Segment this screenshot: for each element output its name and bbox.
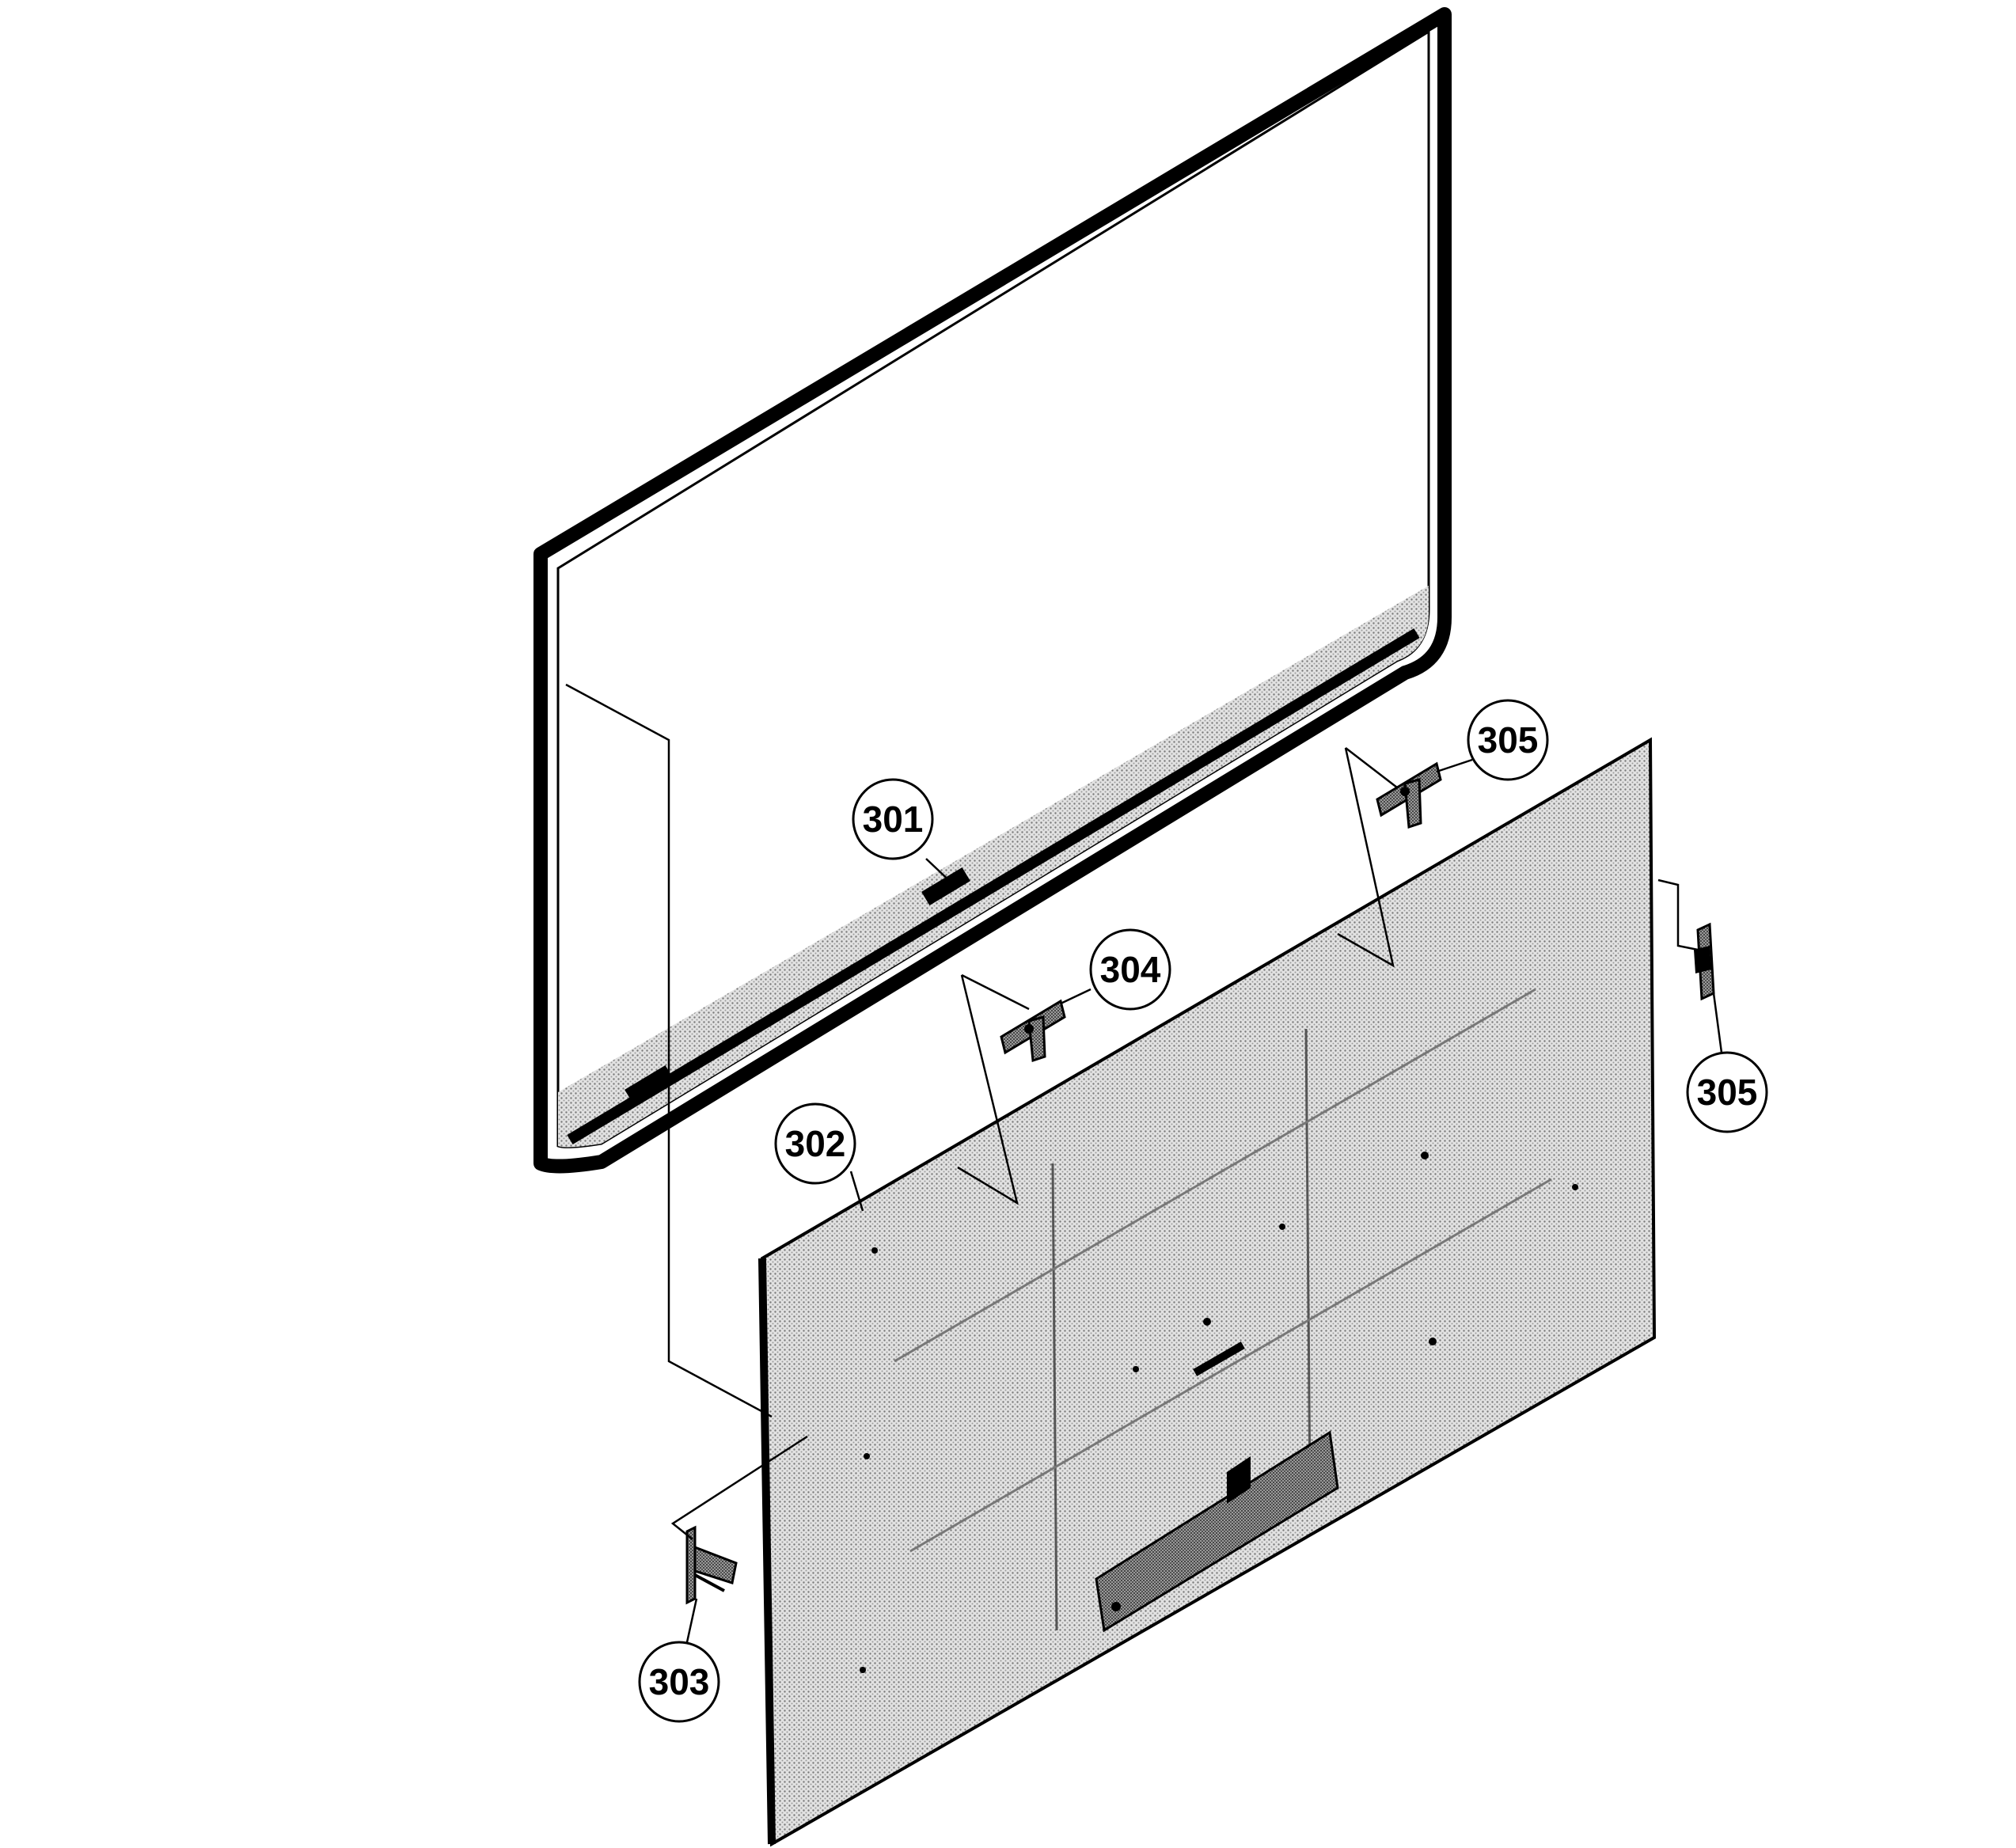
callout-302: 302	[774, 1102, 856, 1185]
callout-301: 301	[852, 778, 934, 860]
rear-cover	[758, 737, 1657, 1847]
upper-right-bracket	[1376, 761, 1442, 829]
side-right-bracket	[1694, 922, 1715, 1001]
callout-label-301: 301	[863, 799, 924, 840]
callout-label-305-side: 305	[1697, 1072, 1758, 1113]
callout-label-304: 304	[1100, 949, 1161, 990]
callout-303: 303	[638, 1641, 720, 1723]
front-bezel	[533, 7, 1452, 1174]
callout-label-305-upper: 305	[1478, 719, 1539, 761]
callout-label-302: 302	[785, 1123, 846, 1164]
center-bracket	[1000, 999, 1066, 1063]
callout-305-side: 305	[1686, 1051, 1768, 1133]
callout-305-upper: 305	[1467, 699, 1549, 781]
leader-lines	[565, 683, 1723, 1643]
callout-label-303: 303	[649, 1661, 710, 1702]
callout-304: 304	[1089, 928, 1171, 1011]
left-bracket	[685, 1525, 738, 1605]
